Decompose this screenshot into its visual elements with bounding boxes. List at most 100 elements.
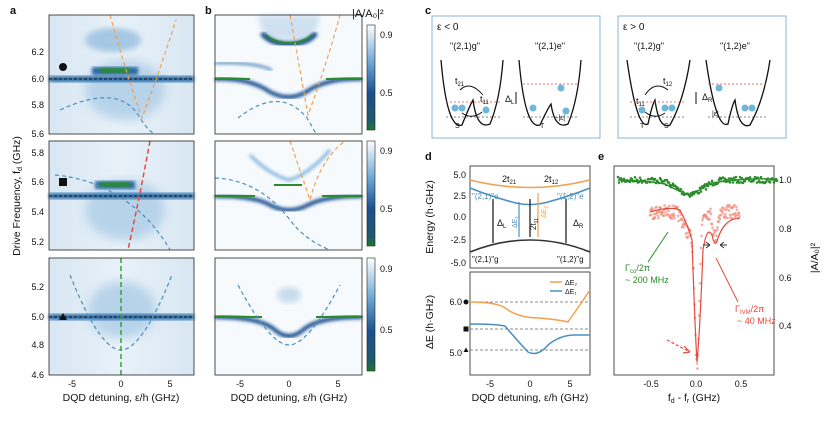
- red-data-point: [662, 214, 666, 217]
- green-data-point: [739, 181, 743, 184]
- c-right-eps: |ε|: [712, 111, 719, 118]
- ya-mid-1: 5.4: [31, 207, 44, 217]
- d-e12: "(1,2)"e: [557, 192, 584, 201]
- panel-d: "(2,1)"e "(2,1)"g "(1,2)"e "(1,2)"g 2t21…: [424, 165, 591, 404]
- panel-b-top-sim: [214, 14, 363, 135]
- ya-bot-1: 4.8: [31, 340, 44, 350]
- green-data-point: [768, 180, 772, 184]
- red-data-point: [671, 204, 674, 207]
- xa-1: 0: [118, 379, 123, 389]
- red-data-point: [711, 226, 714, 230]
- red-data-point: [701, 218, 704, 222]
- legend-dE1: ΔE₁: [565, 289, 577, 296]
- panel-b-middle-sim: [214, 140, 363, 251]
- panel-a-y-ticks: 5.6 5.8 6.0 6.2 5.2 5.4 5.6 5.8 4.6 4.8 …: [31, 47, 44, 380]
- cb1-1: 0.5: [380, 88, 393, 98]
- c-right-dot-r: S: [664, 123, 669, 130]
- c-left-dot-l: S: [455, 123, 460, 130]
- d-dE1: ΔE1: [512, 216, 521, 228]
- c-right-cond: ε > 0: [623, 22, 645, 33]
- green-data-point: [665, 178, 669, 182]
- red-data-point: [655, 205, 658, 209]
- panel-e-red-points: [648, 203, 741, 370]
- red-data-point: [699, 262, 702, 266]
- red-data-point: [728, 213, 732, 217]
- red-data-point: [695, 362, 699, 365]
- d-g21: "(2,1)"g: [472, 255, 499, 264]
- svg-text:0.6: 0.6: [779, 273, 792, 283]
- panel-e-x-ticks: -0.5 0.0 0.5: [643, 379, 747, 389]
- e-annot-green-2: ~ 200 MHz: [625, 275, 669, 285]
- red-data-point: [670, 217, 674, 220]
- red-data-point: [661, 210, 664, 214]
- panel-e-ylabel: |A/A₀|²: [809, 242, 821, 273]
- panel-d-bottom-yticks: 6.0 5.0: [449, 297, 462, 358]
- xb-0: -5: [236, 379, 244, 389]
- svg-text:-2.5: -2.5: [450, 235, 466, 245]
- green-data-point: [755, 181, 759, 184]
- xa-0: -5: [68, 379, 76, 389]
- c-left-cond: ε < 0: [437, 22, 459, 33]
- green-data-point: [699, 190, 703, 193]
- panel-d-x-ticks: -5 0 5: [486, 379, 573, 389]
- panel-d-bottom-ylabel: ΔE (h·GHz): [424, 295, 436, 349]
- red-data-point: [717, 220, 721, 223]
- red-data-point: [667, 204, 671, 208]
- circle-marker: [59, 63, 67, 71]
- green-data-point: [732, 176, 736, 180]
- xa-2: 5: [167, 379, 172, 389]
- ya-top-0: 5.6: [31, 129, 44, 139]
- red-data-point: [676, 214, 680, 218]
- red-data-point: [667, 209, 670, 213]
- svg-text:2.5: 2.5: [453, 191, 466, 201]
- cb3-0: 0.9: [380, 264, 393, 274]
- red-data-point: [664, 211, 667, 214]
- red-data-point: [724, 213, 727, 216]
- red-data-point: [657, 216, 660, 220]
- svg-text:0: 0: [527, 379, 532, 389]
- svg-text:0.4: 0.4: [779, 321, 792, 331]
- red-data-point: [705, 215, 709, 219]
- red-data-point: [686, 236, 689, 240]
- svg-text:0.5: 0.5: [735, 379, 748, 389]
- c-left-delta: ΔL: [505, 94, 515, 106]
- red-data-point: [736, 213, 739, 217]
- c-left-dot-r: T: [540, 123, 545, 130]
- panel-d-top-yticks: 5.0 2.5 0.0 -2.5 -5.0: [450, 170, 466, 268]
- svg-text:0.0: 0.0: [453, 212, 466, 222]
- panel-e-xlabel: fd - fr (GHz): [668, 392, 720, 405]
- green-data-point: [741, 181, 745, 185]
- panel-a-middle-heatmap: [48, 140, 195, 251]
- ya-top-3: 6.2: [31, 47, 44, 57]
- panel-e: Γco/2π ~ 200 MHz ΓIVM/2π ~ 40 MHz -0.5 0…: [613, 165, 821, 405]
- red-data-point: [719, 213, 723, 217]
- green-data-point: [680, 192, 684, 196]
- red-data-point: [734, 211, 737, 215]
- d-t21: 2t21: [502, 174, 517, 186]
- red-data-point: [686, 231, 690, 235]
- c-right-state-e: "(1,2)e": [720, 41, 750, 51]
- svg-text:0.8: 0.8: [779, 224, 792, 234]
- c-left-eps: -|ε|: [556, 115, 565, 122]
- c-left-ta: t21: [455, 76, 465, 88]
- ya-mid-0: 5.2: [31, 237, 44, 247]
- red-data-point: [723, 208, 727, 212]
- panel-c: ε < 0 "(2,1)g" "(2,1)e" t21 t11 ΔL -|ε| …: [431, 15, 787, 139]
- green-data-point: [723, 177, 727, 181]
- green-data-point: [633, 176, 637, 179]
- panel-letter-e: e: [598, 151, 604, 163]
- cb1-0: 0.9: [380, 30, 393, 40]
- panel-d-bottom-axes: [469, 271, 591, 376]
- red-data-point: [682, 225, 685, 229]
- red-data-point: [708, 210, 712, 213]
- red-data-point: [733, 203, 736, 207]
- red-data-point: [728, 204, 731, 207]
- d-t12: 2t12: [544, 174, 559, 186]
- green-data-point: [759, 175, 763, 179]
- green-data-point: [758, 181, 762, 184]
- red-data-point: [698, 281, 702, 285]
- red-data-point: [721, 211, 725, 215]
- green-data-point: [728, 181, 732, 184]
- green-data-point: [748, 176, 752, 179]
- ya-mid-3: 5.8: [31, 148, 44, 158]
